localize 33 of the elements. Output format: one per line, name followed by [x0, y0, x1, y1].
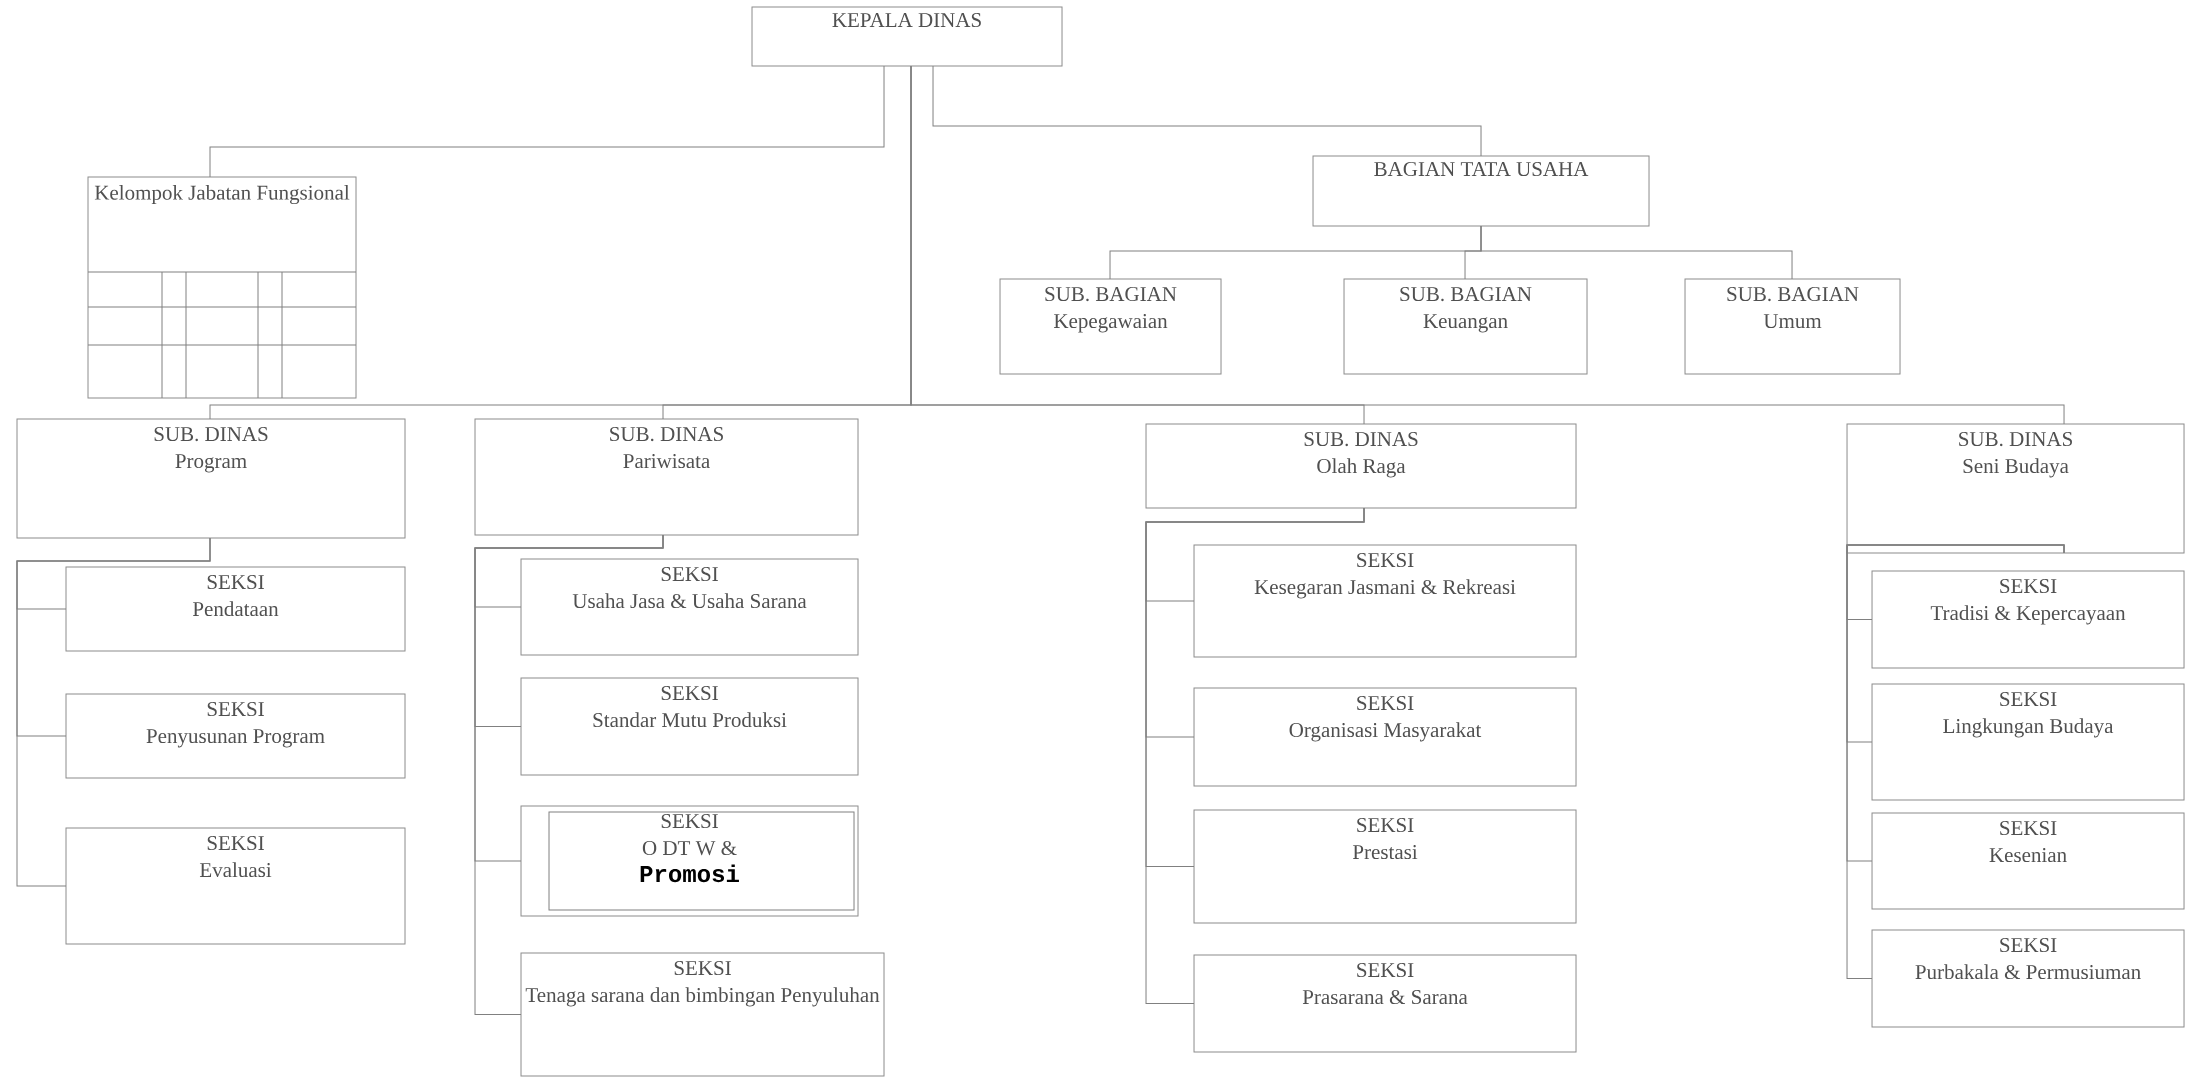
section-box: SEKSI Evaluasi — [65, 827, 406, 945]
connector-line — [16, 537, 211, 887]
sub-department-box: SUB. BAGIAN Keuangan — [1343, 278, 1588, 375]
connector-line — [1145, 507, 1365, 1004]
connector-line — [1480, 225, 1793, 280]
section-box: SEKSI Prasarana & Sarana — [1193, 954, 1577, 1053]
section-box: SEKSI Prestasi — [1193, 809, 1577, 924]
section-box: SEKSI Kesegaran Jasmani & Rekreasi — [1193, 544, 1577, 658]
section-box: SEKSI Standar Mutu Produksi — [520, 677, 859, 776]
division-box: SUB. DINAS Program — [16, 418, 406, 539]
head-box: KEPALA DINAS — [751, 6, 1063, 67]
connector-line — [209, 65, 885, 178]
section-box: SEKSI Tradisi & Kepercayaan — [1871, 570, 2185, 669]
section-box: SEKSI Tenaga sarana dan bimbingan Penyuluhan — [520, 952, 885, 1077]
connector-line — [932, 65, 1482, 157]
section-box: SEKSI Penyusunan Program — [65, 693, 406, 779]
section-box: SEKSI Usaha Jasa & Usaha Sarana — [520, 558, 859, 656]
connector-line — [910, 65, 2065, 425]
section-box: SEKSI Kesenian — [1871, 812, 2185, 910]
division-box: SUB. DINAS Seni Budaya — [1846, 423, 2185, 554]
section-box: SEKSI Organisasi Masyarakat — [1193, 687, 1577, 787]
section-box: SEKSI O DT W & Promosi — [520, 805, 859, 917]
sub-department-box: SUB. BAGIAN Kepegawaian — [999, 278, 1222, 375]
table-box: Kelompok Jabatan Fungsional — [87, 176, 357, 399]
sub-department-box: SUB. BAGIAN Umum — [1684, 278, 1901, 375]
section-box: SEKSI Pendataan — [65, 566, 406, 652]
section-box: SEKSI Purbakala & Permusiuman — [1871, 929, 2185, 1028]
connector-line — [1846, 544, 2065, 979]
division-box: SUB. DINAS Olah Raga — [1145, 423, 1577, 509]
section-box: SEKSI Lingkungan Budaya — [1871, 683, 2185, 801]
department-box: BAGIAN TATA USAHA — [1312, 155, 1650, 227]
connector-line — [474, 534, 664, 1015]
division-box: SUB. DINAS Pariwisata — [474, 418, 859, 536]
